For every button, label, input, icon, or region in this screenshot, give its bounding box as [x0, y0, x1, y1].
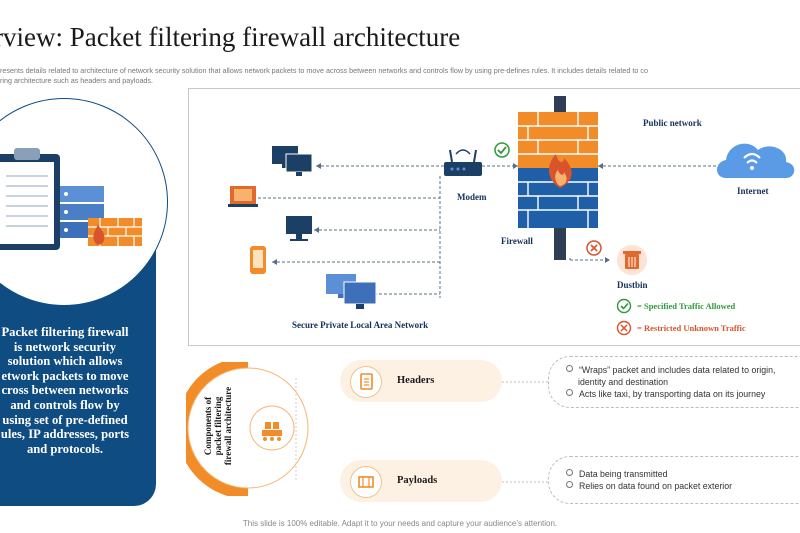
- ring-label-line: packet filtering: [213, 396, 223, 456]
- bullet-item: “Wraps” packet and includes data related…: [566, 364, 800, 376]
- headers-details-box: [548, 356, 800, 408]
- headers-connector: [502, 381, 548, 383]
- page-description: presents details related to architecture…: [0, 66, 800, 86]
- bullet-item: Data being transmitted: [566, 468, 800, 480]
- legend-check-icon: [616, 298, 632, 314]
- phone-icon: [250, 246, 266, 274]
- public-network-label: Public network: [643, 118, 702, 128]
- ring-label-line: firewall architecture: [223, 386, 233, 466]
- monitor-icon: [286, 216, 312, 241]
- bullet-text: Acts like taxi, by transporting data on …: [579, 389, 766, 399]
- bullet-continuation: identity and destination: [578, 377, 668, 387]
- left-text-line: Packet filtering firewall: [1, 325, 129, 339]
- headers-label: Headers: [397, 375, 435, 386]
- firewall-wall-icon: [518, 96, 598, 260]
- ring-label-line: Components of: [203, 396, 213, 456]
- left-text-line: and protocols.: [26, 441, 104, 456]
- conveyor-icon: [262, 422, 282, 441]
- lan-computers-icon: [326, 274, 377, 309]
- bullet-item: Acts like taxi, by transporting data on …: [566, 388, 800, 400]
- bullet-text: Data being transmitted: [579, 469, 668, 479]
- dustbin-label: Dustbin: [617, 280, 648, 290]
- internet-label: Internet: [737, 186, 769, 196]
- cloud-wifi-icon: [717, 143, 795, 178]
- legend-x-icon: [616, 320, 632, 336]
- components-ring: [186, 362, 309, 496]
- modem-icon: [444, 149, 482, 176]
- laptop-icon: [228, 186, 258, 207]
- components-ring-label: Components of packet filtering firewall …: [190, 372, 246, 480]
- left-text-line: and controls flow by: [10, 397, 120, 412]
- bullet-item: Relies on data found on packet exterior: [566, 480, 800, 492]
- clipboard-server-illustration: [0, 148, 142, 250]
- description-line: presents details related to architecture…: [0, 66, 648, 75]
- desktop-icon: [272, 146, 313, 176]
- bullet-text: Relies on data found on packet exterior: [579, 481, 733, 491]
- headers-icon-ring: [350, 366, 382, 398]
- dustbin-icon: [617, 245, 647, 275]
- footer-note: This slide is 100% editable. Adapt it to…: [242, 519, 558, 528]
- headers-bullets: “Wraps” packet and includes data related…: [566, 364, 800, 400]
- left-text-line: using set of pre-defined: [2, 412, 128, 427]
- bullet-text: “Wraps” packet and includes data related…: [579, 365, 776, 375]
- description-line: ering architecture such as headers and p…: [0, 76, 154, 85]
- left-text-line: ules, IP addresses, ports: [0, 427, 130, 442]
- network-diagram: [228, 96, 795, 336]
- document-icon: [360, 373, 373, 390]
- modem-label: Modem: [457, 192, 487, 202]
- firewall-label: Firewall: [501, 236, 533, 246]
- left-text-line: etwork packets to move: [1, 368, 129, 383]
- payloads-icon-ring: [350, 466, 382, 498]
- payloads-details-box: [548, 456, 800, 504]
- left-panel-text: Packet filtering firewall is network sec…: [0, 325, 150, 456]
- check-icon: [494, 142, 510, 158]
- lan-label: Secure Private Local Area Network: [292, 320, 429, 330]
- payloads-connector: [502, 481, 548, 483]
- left-text-line: solution which allows: [7, 354, 123, 369]
- page-title: rview: Packet filtering firewall archite…: [0, 22, 461, 52]
- legend-restricted-text: = Restricted Unknown Traffic: [637, 323, 746, 333]
- package-icon: [358, 476, 374, 488]
- restricted-x-icon: [586, 240, 602, 256]
- payloads-label: Payloads: [397, 475, 438, 486]
- legend-allowed-text: = Specified Traffic Allowed: [637, 301, 736, 311]
- payloads-bullets: Data being transmitted Relies on data fo…: [566, 468, 800, 492]
- left-text-line: cross between networks: [1, 383, 129, 398]
- left-text-line: is network security: [13, 339, 117, 354]
